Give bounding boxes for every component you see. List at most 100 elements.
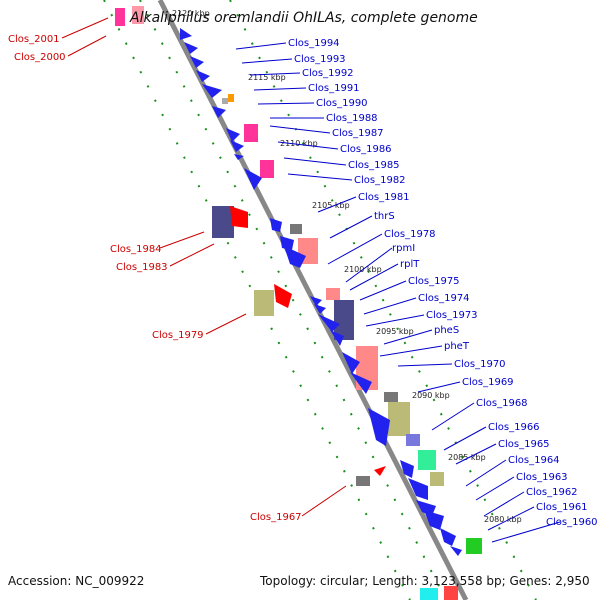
gene-feature[interactable] (450, 546, 462, 556)
gene-label[interactable]: pheT (444, 341, 470, 352)
gene-feature[interactable] (280, 236, 294, 250)
gene-feature[interactable] (270, 218, 282, 232)
gene-feature[interactable] (424, 510, 444, 530)
gene-label[interactable]: Clos_1973 (426, 310, 478, 321)
gene-feature[interactable] (420, 588, 438, 600)
gene-label[interactable]: Clos_1960 (546, 517, 598, 528)
genome-summary: Topology: circular; Length: 3,123,558 bp… (260, 574, 590, 588)
gene-feature[interactable] (326, 288, 340, 300)
gene-feature[interactable] (228, 94, 234, 102)
right-gene-label-texts: Clos_1994 Clos_1993 Clos_1992 Clos_1991 … (288, 38, 598, 528)
gene-label[interactable]: rpmI (392, 243, 415, 254)
gene-label[interactable]: Clos_1970 (454, 359, 506, 370)
gene-feature[interactable] (356, 476, 370, 486)
gene-label[interactable]: Clos_1962 (526, 487, 578, 498)
gene-feature[interactable] (330, 330, 344, 346)
gene-label[interactable]: Clos_1992 (302, 68, 354, 79)
gene-feature[interactable] (314, 304, 326, 314)
kbp-tick: 2120 kbp (172, 9, 210, 18)
gene-label[interactable]: Clos_1982 (354, 175, 406, 186)
gene-feature[interactable] (318, 314, 340, 332)
gene-label[interactable]: Clos_1968 (476, 398, 528, 409)
gene-label[interactable]: Clos_1984 (110, 244, 162, 255)
kbp-tick: 2110 kbp (280, 139, 318, 148)
gene-feature[interactable] (230, 140, 244, 152)
kbp-tick: 2085 kbp (448, 453, 486, 462)
gene-features (115, 6, 482, 600)
accession-label: Accession: NC_009922 (8, 574, 145, 588)
gene-feature[interactable] (244, 168, 262, 190)
gene-feature[interactable] (184, 42, 198, 54)
gene-label[interactable]: Clos_1963 (516, 472, 568, 483)
gene-feature[interactable] (196, 70, 210, 82)
gene-label[interactable]: Clos_1961 (536, 502, 588, 513)
gene-label[interactable]: Clos_1974 (418, 293, 470, 304)
gene-feature[interactable] (212, 106, 226, 118)
gene-feature[interactable] (350, 372, 372, 394)
gene-feature[interactable] (244, 124, 258, 142)
inner-right-track (229, 0, 537, 601)
gene-feature[interactable] (418, 450, 436, 470)
gene-feature[interactable] (274, 284, 292, 308)
gene-label[interactable]: Clos_1985 (348, 160, 400, 171)
kbp-tick: 2095 kbp (376, 327, 414, 336)
left-gene-label-texts: Clos_2001 Clos_2000 Clos_1984 Clos_1983 … (8, 34, 302, 523)
gene-label[interactable]: Clos_1988 (326, 113, 378, 124)
gene-label[interactable]: Clos_1979 (152, 330, 204, 341)
gene-feature[interactable] (230, 206, 248, 228)
gene-feature[interactable] (290, 224, 302, 234)
gene-feature[interactable] (430, 472, 444, 486)
gene-feature[interactable] (440, 528, 456, 546)
gene-label[interactable]: Clos_1987 (332, 128, 384, 139)
gene-label[interactable]: thrS (374, 211, 395, 222)
gene-label[interactable]: Clos_1991 (308, 83, 360, 94)
gene-feature[interactable] (374, 466, 386, 476)
gene-label[interactable]: Clos_1965 (498, 439, 550, 450)
gene-feature[interactable] (284, 246, 306, 268)
right-gene-labels (235, 42, 561, 543)
gene-label[interactable]: Clos_1978 (384, 229, 436, 240)
gene-feature[interactable] (416, 500, 436, 516)
gene-feature[interactable] (444, 586, 458, 600)
gene-feature[interactable] (234, 154, 244, 160)
gene-label[interactable]: Clos_1993 (294, 54, 346, 65)
kbp-tick: 2080 kbp (484, 515, 522, 524)
gene-feature[interactable] (202, 84, 222, 98)
gene-feature[interactable] (180, 28, 192, 40)
gene-label[interactable]: Clos_2001 (8, 34, 60, 45)
gene-feature[interactable] (254, 290, 274, 316)
gene-label[interactable]: Clos_1986 (340, 144, 392, 155)
gene-label[interactable]: Clos_1967 (250, 512, 302, 523)
gene-feature[interactable] (115, 8, 125, 26)
gene-label[interactable]: pheS (434, 325, 459, 336)
gene-label[interactable]: Clos_1983 (116, 262, 168, 273)
gene-feature[interactable] (190, 56, 204, 68)
gene-label[interactable]: Clos_1966 (488, 422, 540, 433)
gene-feature[interactable] (132, 6, 144, 24)
gene-feature[interactable] (406, 434, 420, 446)
genome-title: Alkaliphilus oremlandii OhILAs, complete… (130, 10, 478, 26)
gene-feature[interactable] (226, 128, 240, 142)
gene-label[interactable]: Clos_1969 (462, 377, 514, 388)
gene-feature[interactable] (222, 98, 228, 104)
gene-feature[interactable] (466, 538, 482, 554)
gene-label[interactable]: rplT (400, 259, 420, 270)
gene-feature[interactable] (408, 478, 428, 500)
gene-label[interactable]: Clos_2000 (14, 52, 66, 63)
gene-feature[interactable] (384, 392, 398, 402)
gene-feature[interactable] (342, 352, 360, 374)
gene-feature[interactable] (368, 408, 390, 446)
gene-label[interactable]: Clos_1994 (288, 38, 340, 49)
gene-feature[interactable] (400, 460, 414, 478)
gene-feature[interactable] (260, 160, 274, 178)
gene-label[interactable]: Clos_1981 (358, 192, 410, 203)
gene-feature[interactable] (334, 300, 354, 340)
gene-feature[interactable] (310, 296, 322, 306)
gene-feature[interactable] (388, 402, 410, 436)
gene-label[interactable]: Clos_1990 (316, 98, 368, 109)
gene-feature[interactable] (212, 206, 234, 238)
gene-label[interactable]: Clos_1975 (408, 276, 460, 287)
gene-label[interactable]: Clos_1964 (508, 455, 560, 466)
